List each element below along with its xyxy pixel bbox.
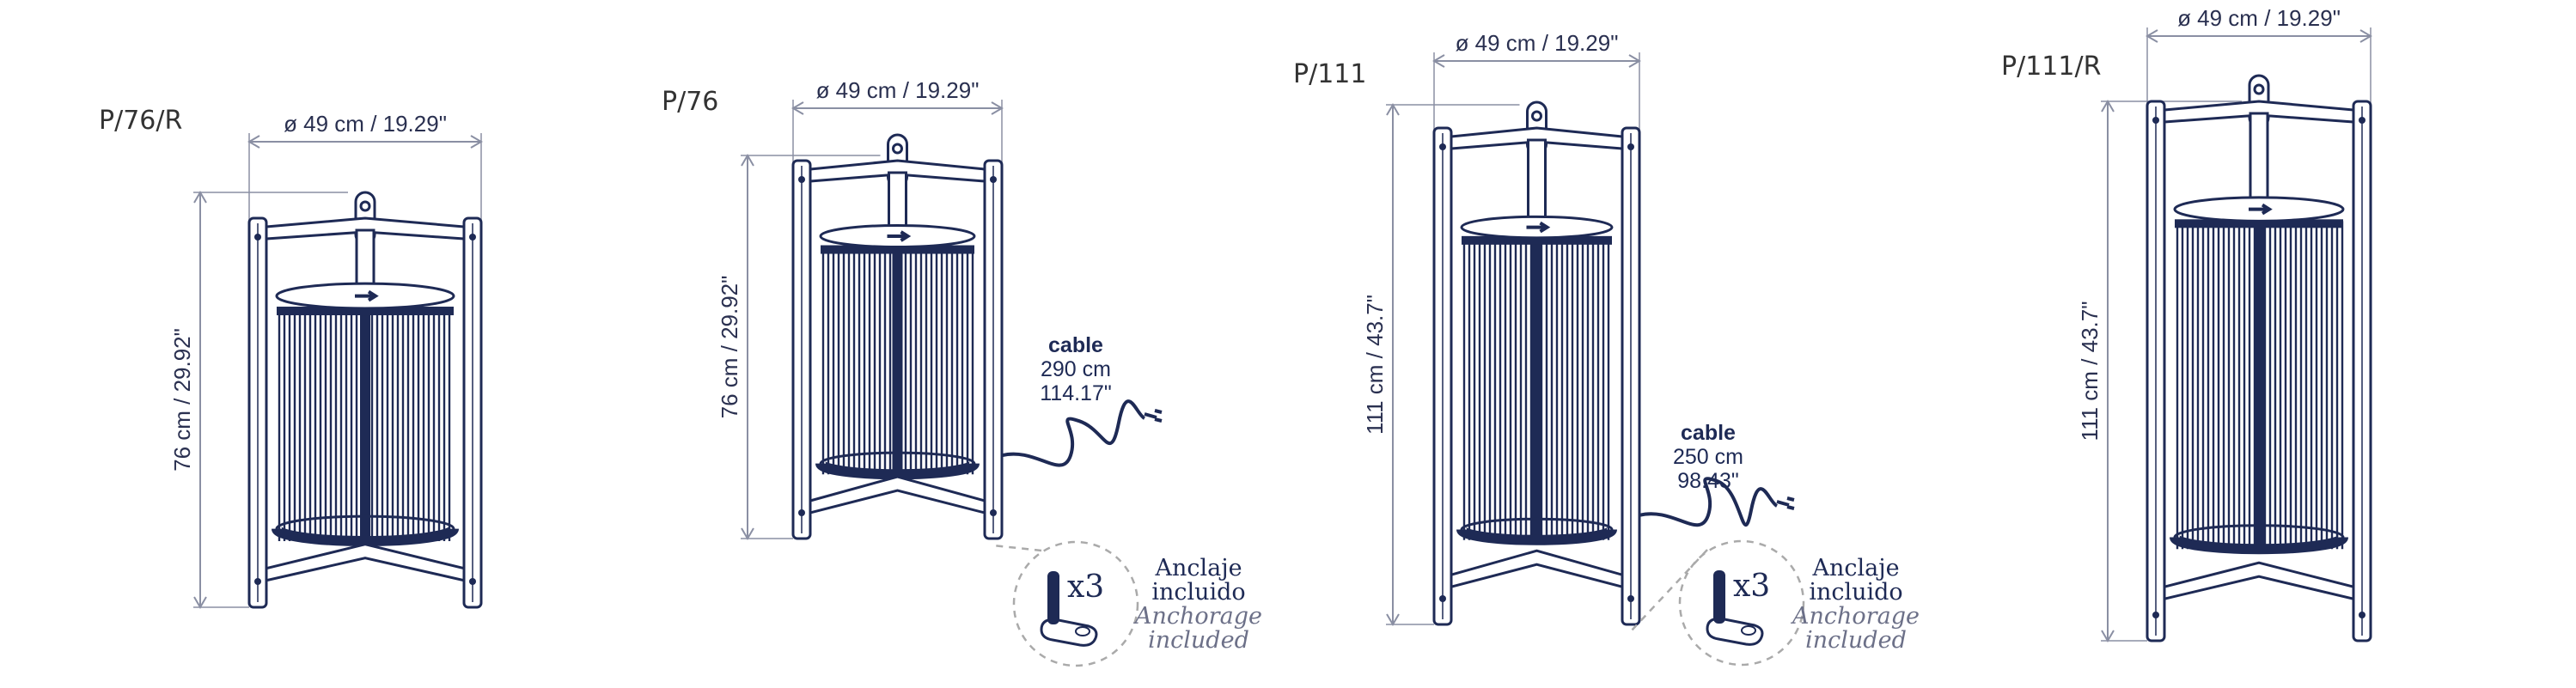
width-label: ø 49 cm / 19.29"	[284, 111, 447, 137]
lamp-drawing-p-76: P/76 ø 49 cm / 19.29" 76 cm / 29.92" cable2…	[662, 77, 1262, 667]
width-dimension: ø 49 cm / 19.29"	[791, 77, 1004, 178]
anchorage-es-line1: Anclaje	[1154, 555, 1242, 581]
height-dimension: 111 cm / 43.7"	[2077, 100, 2242, 642]
anchorage-en-line2: included	[1805, 627, 1907, 654]
width-dimension: ø 49 cm / 19.29"	[1432, 30, 1641, 145]
lamp-drawing-p-76-r: P/76/R ø 49 cm / 19.29" 76 cm / 29.92"	[99, 106, 483, 609]
anchor-count: x3	[1067, 569, 1104, 605]
height-dimension: 76 cm / 29.92"	[169, 191, 348, 609]
cable-length-imperial: 114.17"	[1040, 381, 1111, 405]
height-label: 111 cm / 43.7"	[2077, 301, 2103, 441]
height-label: 76 cm / 29.92"	[169, 328, 195, 472]
lamp-drawing-p-111-r: P/111/R ø 49 cm / 19.29" 111 cm / 43.7"	[2001, 5, 2372, 642]
cable-title: cable	[1048, 333, 1103, 357]
width-label: ø 49 cm / 19.29"	[816, 77, 980, 103]
anchor-peg-icon	[1706, 570, 1764, 646]
arrow-icon	[2249, 203, 2273, 216]
plug-icon	[1776, 496, 1795, 510]
height-label: 111 cm / 43.7"	[1362, 295, 1388, 435]
anchorage-callout-circle	[1678, 539, 1805, 667]
anchorage-es-line1: Anclaje	[1811, 555, 1899, 581]
model-label: P/111	[1293, 59, 1366, 89]
height-dimension: 76 cm / 29.92"	[717, 154, 881, 540]
model-label: P/76/R	[99, 106, 182, 136]
cable-length-metric: 250 cm	[1673, 445, 1743, 469]
lamp-illustration	[791, 133, 1004, 540]
anchorage-es-line2: incluido	[1151, 579, 1245, 606]
arrow-icon	[1526, 221, 1551, 234]
width-label: ø 49 cm / 19.29"	[2177, 5, 2341, 31]
arrow-icon	[355, 289, 379, 302]
height-dimension: 111 cm / 43.7"	[1362, 103, 1520, 626]
anchorage-en-line2: included	[1148, 627, 1249, 654]
model-label: P/111/R	[2001, 52, 2101, 82]
power-cable	[1639, 477, 1779, 527]
model-label: P/76	[662, 87, 718, 117]
cable-title: cable	[1681, 421, 1736, 445]
power-cable	[1001, 399, 1146, 467]
lamp-illustration	[1432, 100, 1641, 626]
lamp-illustration	[247, 191, 483, 609]
plug-icon	[1144, 409, 1163, 423]
width-label: ø 49 cm / 19.29"	[1456, 30, 1619, 56]
anchorage-en-line1: Anchorage	[1790, 603, 1920, 630]
anchorage-callout-circle	[1012, 540, 1139, 667]
anchor-peg-icon	[1040, 571, 1098, 647]
lamp-illustration	[2146, 74, 2372, 642]
arrow-icon	[887, 230, 912, 242]
width-dimension: ø 49 cm / 19.29"	[247, 111, 483, 235]
anchorage-es-line2: incluido	[1809, 579, 1902, 606]
height-label: 76 cm / 29.92"	[717, 276, 742, 419]
width-dimension: ø 49 cm / 19.29"	[2146, 5, 2372, 119]
lamp-drawing-p-111: P/111 ø 49 cm / 19.29" 111 cm / 43.7" cable…	[1293, 30, 1920, 667]
anchorage-en-line1: Anchorage	[1132, 603, 1262, 630]
cable-length-metric: 290 cm	[1041, 357, 1111, 381]
anchor-count: x3	[1733, 569, 1770, 604]
